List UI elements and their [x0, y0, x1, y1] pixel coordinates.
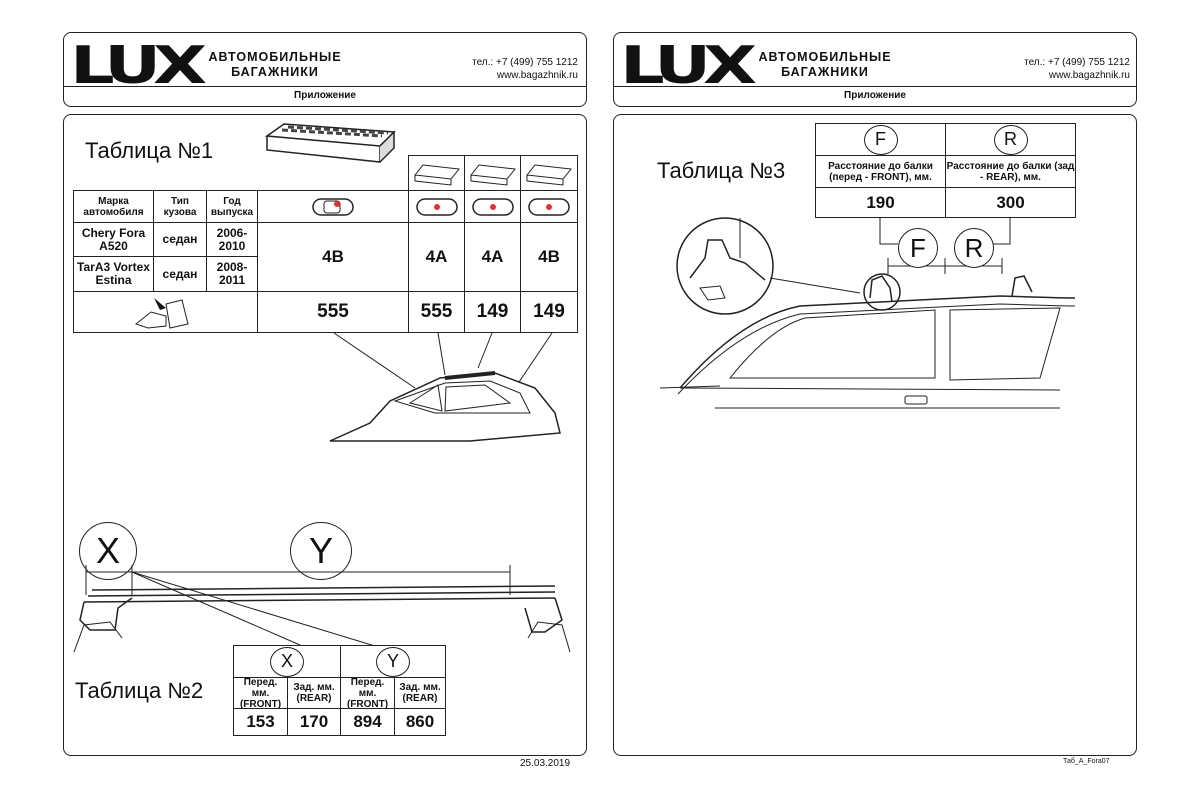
table2-group-x: X [233, 645, 341, 678]
brand-line-2: БАГАЖНИКИ [231, 65, 319, 79]
table3-r-circle: R [993, 124, 1028, 155]
brand-line-1: АВТОМОБИЛЬНЫЕ [208, 50, 342, 64]
car-top-icon [415, 197, 458, 216]
header-divider [63, 86, 587, 87]
table1-value-1: 555 [257, 291, 409, 333]
table1-row2-make: TarA3 Vortex Estina [73, 256, 154, 292]
diagram-x-label: X [95, 530, 120, 571]
table2-col-1: Перед. мм. (FRONT) [233, 677, 288, 710]
table2-y-circle: Y [376, 646, 410, 677]
lux-logo: LUX [70, 36, 207, 96]
table2-value-4: 860 [394, 708, 446, 736]
table1-kit-code-4: 4B [520, 222, 578, 292]
table2-x-label: X [280, 651, 293, 671]
contact-site: www.bagazhnik.ru [496, 70, 578, 81]
table1-car-icon-cell-2 [408, 190, 465, 223]
table2-col-3: Перед. мм. (FRONT) [340, 677, 395, 710]
table3-group-r: R [945, 123, 1076, 156]
table1-row2-body: седан [153, 256, 207, 292]
right-content-box [613, 114, 1137, 756]
table3-value-1: 190 [815, 187, 946, 218]
diagram-x-circle: X [79, 522, 137, 580]
contact-phone: тел.: +7 (499) 755 1212 [472, 57, 578, 68]
table2-title: Таблица №2 [75, 678, 204, 703]
brand-line-2: БАГАЖНИКИ [781, 65, 869, 79]
car-top-icon [471, 197, 514, 216]
table1-header-make: Марка автомобиля [73, 190, 154, 223]
table1-car-icon-cell-4 [520, 190, 578, 223]
roof-rack-image [264, 123, 396, 163]
table1-header-body: Тип кузова [153, 190, 207, 223]
crossbar-drawing [73, 565, 571, 653]
diagram-y-label: Y [308, 530, 333, 571]
table1-rack-image-cell-2 [464, 155, 521, 191]
table1-bracket-image-cell [73, 291, 258, 333]
table1-car-icon-cell [257, 190, 409, 223]
diagram-f-circle: F [898, 228, 938, 268]
contact-site: www.bagazhnik.ru [1048, 70, 1130, 81]
diagram-y-circle: Y [290, 522, 352, 580]
table2-group-y: Y [340, 645, 446, 678]
table1-rack-image-cell-3 [520, 155, 578, 191]
contact-phone: тел.: +7 (499) 755 1212 [1024, 57, 1130, 68]
table3-title: Таблица №3 [657, 158, 786, 183]
rack-image-icon [413, 164, 460, 186]
table1-row2-year: 2008-2011 [206, 256, 258, 292]
table1-car-icon-cell-3 [464, 190, 521, 223]
table1-title: Таблица №1 [85, 138, 214, 163]
lux-logo: LUX [620, 36, 757, 96]
table3-f-circle: F [863, 124, 898, 155]
table1-kit-code-3: 4A [464, 222, 521, 292]
table1-row1-body: седан [153, 222, 207, 257]
table2-value-1: 153 [233, 708, 288, 736]
diagram-r-label: R [964, 232, 984, 263]
footer-code: Таб_А_Fora07 [1063, 758, 1110, 765]
bracket-image [134, 298, 189, 329]
header-divider [613, 86, 1137, 87]
footer-date: 25.03.2019 [520, 758, 571, 769]
header-subtitle: Приложение [294, 90, 356, 101]
table3-f-label: F [875, 129, 886, 149]
left-header-box [63, 32, 587, 107]
rack-image-icon [469, 164, 516, 186]
table3-group-f: F [815, 123, 946, 156]
table1-kit-code-2: 4A [408, 222, 465, 292]
right-header-box [613, 32, 1137, 107]
table2-col-2: Зад. мм. (REAR) [287, 677, 341, 709]
diagram-r-circle: R [954, 228, 994, 268]
table1-value-2: 555 [408, 291, 465, 333]
table2-x-circle: X [270, 646, 304, 677]
car-top-icon [528, 197, 570, 216]
table1-value-4: 149 [520, 291, 578, 333]
table2-value-2: 170 [287, 708, 341, 736]
diagram-f-label: F [910, 232, 926, 263]
table1-header-year: Год выпуска [206, 190, 258, 223]
car-side-drawing [329, 332, 561, 442]
rack-image-icon [526, 164, 572, 186]
brand-line-1: АВТОМОБИЛЬНЫЕ [758, 50, 892, 64]
table2-value-3: 894 [340, 708, 395, 736]
table3-col-2: Расстояние до балки (зад - REAR), мм. [945, 155, 1076, 188]
table3-r-label: R [1004, 129, 1017, 149]
table1-row1-year: 2006-2010 [206, 222, 258, 257]
table2-col-4: Зад. мм. (REAR) [394, 677, 446, 709]
table3-value-2: 300 [945, 187, 1076, 218]
table1-row1-make: Chery Fora A520 [73, 222, 154, 257]
table3-col-1: Расстояние до балки (перед - FRONT), мм. [815, 155, 946, 188]
table1-rack-image-cell-1 [408, 155, 465, 191]
table1-value-3: 149 [464, 291, 521, 333]
table1-kit-code-1: 4B [257, 222, 409, 292]
car-roof-drawing [659, 217, 1076, 409]
car-top-icon [312, 197, 354, 216]
header-subtitle: Приложение [844, 90, 906, 101]
table2-y-label: Y [386, 651, 399, 671]
